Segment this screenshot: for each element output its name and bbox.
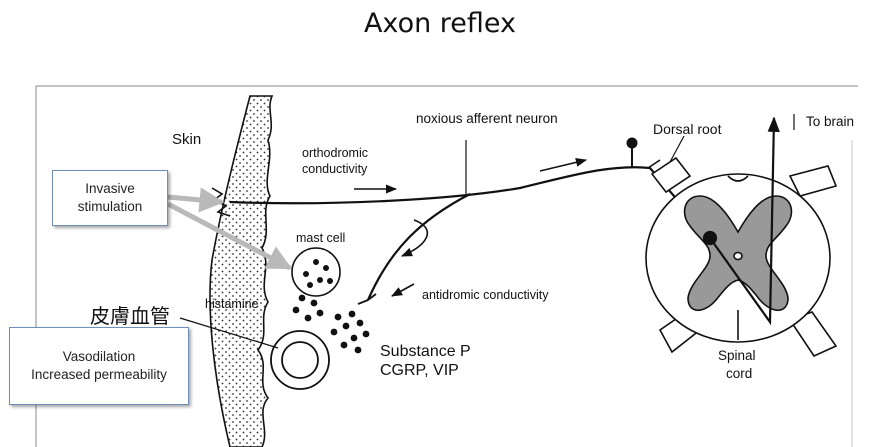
histamine-label: histamine bbox=[205, 297, 259, 311]
histamine-granules bbox=[293, 295, 324, 322]
skin-label: Skin bbox=[172, 131, 201, 148]
invasive-line-1: Invasive bbox=[53, 180, 167, 198]
blood-vessel bbox=[271, 331, 329, 389]
vasodilation-line-2: Increased permeability bbox=[10, 366, 188, 384]
invasive-line-2: stimulation bbox=[53, 198, 167, 216]
spinal-label: Spinal bbox=[718, 348, 756, 363]
noxious-neuron-label: noxious afferent neuron bbox=[416, 111, 558, 126]
cord-label: cord bbox=[726, 366, 752, 381]
orthodromic-conductivity-label: conductivity bbox=[302, 162, 367, 176]
orthodromic-label: orthodromic bbox=[302, 146, 368, 160]
skin-blood-vessel-label: 皮膚血管 bbox=[90, 300, 170, 329]
substance-p-granules bbox=[331, 311, 370, 354]
mast-cell-label: mast cell bbox=[296, 231, 345, 245]
vasodilation-line-1: Vasodilation bbox=[10, 348, 188, 366]
skin-layer bbox=[210, 96, 272, 447]
invasive-stimulation-box: Invasive stimulation bbox=[52, 170, 168, 226]
mast-cell bbox=[292, 248, 340, 296]
antidromic-label: antidromic conductivity bbox=[422, 288, 548, 302]
to-brain-label: To brain bbox=[806, 114, 854, 129]
substance-p-label: Substance P bbox=[380, 343, 471, 361]
spinal-cord bbox=[646, 158, 836, 356]
dorsal-root-label: Dorsal root bbox=[653, 121, 721, 137]
vasodilation-box: Vasodilation Increased permeability bbox=[9, 327, 189, 405]
cgrp-label: CGRP, VIP bbox=[380, 362, 459, 380]
